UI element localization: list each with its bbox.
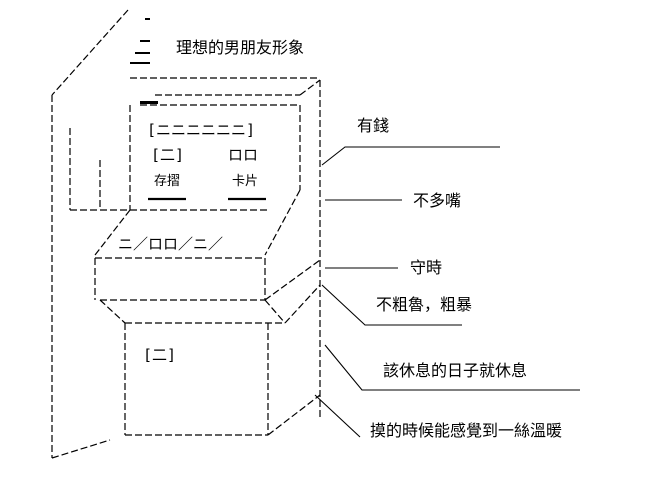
passbook-label: 存摺	[154, 174, 181, 189]
wall-diagonal-line	[51, 9, 129, 96]
display-screen: [ニニニニニニ]	[147, 121, 256, 139]
card-box: ロロ	[228, 146, 259, 164]
passbook-box: [二]	[151, 146, 185, 164]
wall-bottom-line	[51, 439, 111, 459]
annotation-rich: 有錢	[357, 116, 390, 135]
annotation-punctual: 守時	[410, 258, 443, 277]
machine-top-right-line	[299, 79, 321, 96]
pointer-gentle	[321, 284, 462, 326]
keypad: ニ／ロロ／ニ／	[118, 235, 224, 253]
vent-dots-3	[140, 40, 150, 42]
keypad-shelf-bevel-left	[99, 299, 126, 324]
pointer-rich	[321, 146, 500, 166]
annotation-quiet: 不多嘴	[413, 191, 462, 210]
keypad-shelf-bevel-right	[264, 299, 286, 324]
vent-dots-1	[130, 62, 150, 64]
vent-dots-2	[135, 52, 150, 54]
card-label: 卡片	[232, 174, 259, 189]
annotation-ideal: 理想的男朋友形象	[176, 38, 305, 57]
top-dots	[140, 101, 158, 104]
pointer-rest	[324, 344, 580, 391]
annotation-warm: 摸的時候能感覺到一絲溫暖	[370, 421, 563, 440]
keypad-shelf-side	[264, 259, 321, 301]
cabinet-box: [二]	[143, 346, 177, 364]
cabinet-side-top	[284, 284, 321, 324]
screen-slope-right	[264, 189, 301, 256]
annotation-gentle: 不粗魯，粗暴	[376, 295, 473, 314]
annotation-rest: 該休息的日子就休息	[383, 361, 528, 380]
cabinet-base-side	[267, 394, 321, 436]
vent-dots-4	[145, 18, 150, 20]
pointer-warm	[314, 394, 361, 438]
